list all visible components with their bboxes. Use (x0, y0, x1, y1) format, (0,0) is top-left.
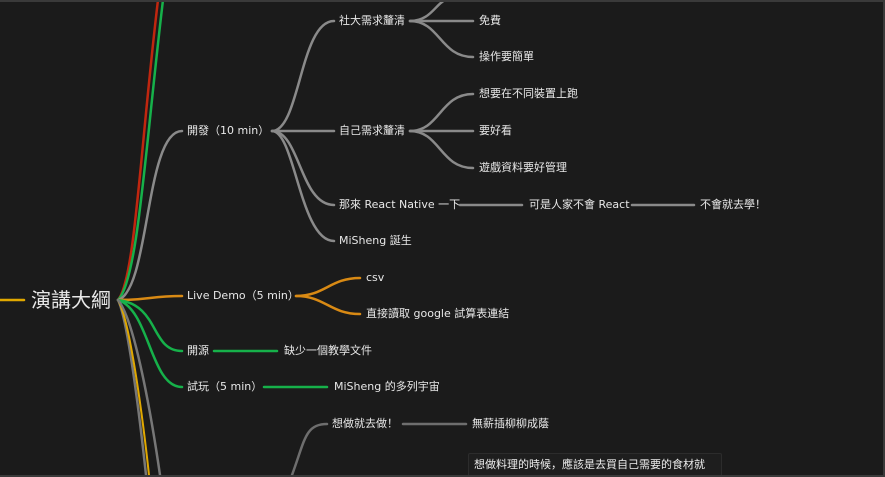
branch-open-source[interactable]: 開源 (187, 344, 209, 357)
node-own-needs[interactable]: 自己需求釐清 (339, 124, 405, 137)
node-react-native[interactable]: 那來 React Native 一下 (339, 198, 461, 211)
node-go-learn[interactable]: 不會就去學！ (700, 198, 766, 211)
node-dont-know-react[interactable]: 可是人家不會 React (529, 198, 630, 211)
node-misheng-born[interactable]: MiSheng 誕生 (339, 234, 412, 247)
node-just-do-it[interactable]: 想做就去做！ (332, 417, 398, 430)
node-csv[interactable]: csv (366, 271, 385, 284)
root-node[interactable]: 演講大綱 (31, 288, 111, 312)
branch-live-demo[interactable]: Live Demo（5 min） (187, 289, 299, 302)
note-box[interactable]: 想做料理的時候，應該是去買自己需要的食材就 (468, 453, 722, 477)
node-misheng-multiverse[interactable]: MiSheng 的多列宇宙 (334, 380, 440, 393)
node-community-needs[interactable]: 社大需求釐清 (339, 14, 405, 27)
branch-dev[interactable]: 開發（10 min） (187, 124, 270, 137)
node-free[interactable]: 免費 (479, 14, 501, 27)
node-google-sheet[interactable]: 直接讀取 google 試算表連結 (366, 307, 510, 320)
node-missing-docs[interactable]: 缺少一個教學文件 (284, 344, 372, 357)
node-data-management[interactable]: 遊戲資料要好管理 (479, 161, 567, 174)
node-unexpected-success[interactable]: 無薪插柳柳成蔭 (472, 417, 549, 430)
node-good-looking[interactable]: 要好看 (479, 124, 512, 137)
node-easy-to-use[interactable]: 操作要簡單 (479, 50, 534, 63)
branch-trial[interactable]: 試玩（5 min） (187, 380, 263, 393)
node-cross-device[interactable]: 想要在不同裝置上跑 (479, 87, 578, 100)
